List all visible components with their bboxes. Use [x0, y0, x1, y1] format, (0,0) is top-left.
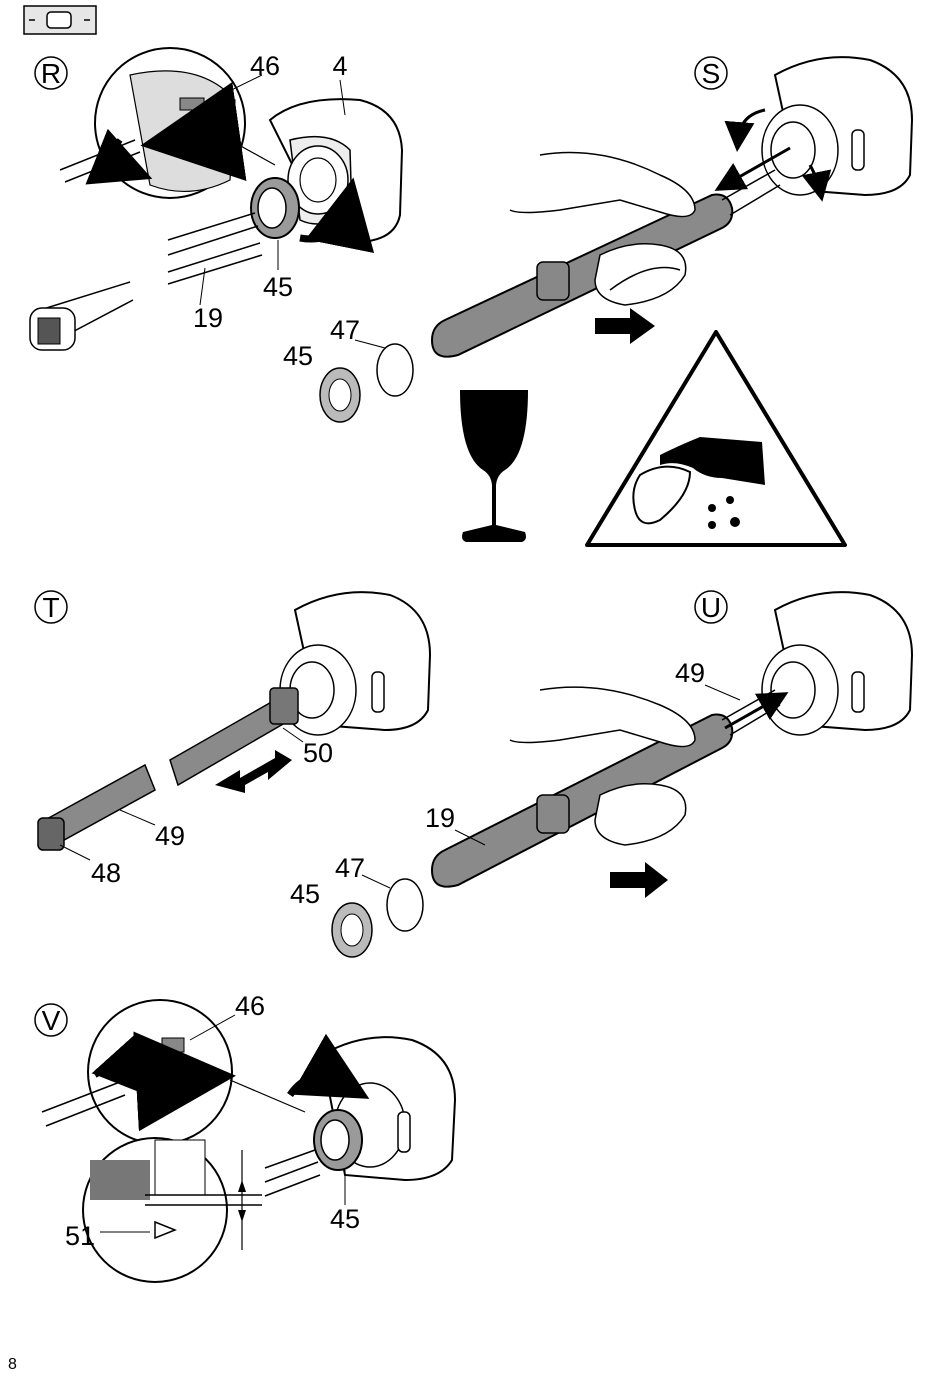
- panel-r: R: [30, 48, 413, 422]
- callout-46: 46: [250, 51, 280, 81]
- svg-text:S: S: [702, 58, 721, 89]
- loose-ring-nut: [320, 368, 360, 422]
- panel-t: T 50 49 48: [35, 591, 430, 888]
- callout-45b: 45: [283, 341, 313, 371]
- panel-v: V: [35, 991, 455, 1282]
- callout-45: 45: [263, 272, 293, 302]
- push-arrow-icon: [610, 862, 668, 898]
- ring-nut: [314, 1110, 362, 1170]
- fragile-glass-icon: [460, 390, 528, 542]
- callout-47: 47: [330, 315, 360, 345]
- rotate-arrow-icon: [738, 110, 765, 140]
- loose-ring-nut: [332, 903, 372, 957]
- module-tab-icon: [24, 6, 96, 34]
- callout-4: 4: [332, 51, 347, 81]
- seal-ring: [387, 879, 423, 931]
- callout-19: 19: [193, 303, 223, 333]
- zoom-detail: [60, 48, 275, 198]
- panel-u-marker: U: [695, 591, 727, 623]
- seal-ring: [377, 344, 413, 396]
- callout-51: 51: [65, 1221, 95, 1251]
- housing-illustration: [762, 57, 912, 195]
- callout-48: 48: [91, 858, 121, 888]
- callout-19: 19: [425, 803, 455, 833]
- corrosive-hazard-icon: [587, 332, 845, 545]
- panel-s: S: [432, 57, 912, 357]
- page-number: 8: [8, 1356, 17, 1374]
- tube-outline: [265, 1150, 320, 1196]
- panel-s-marker: S: [695, 57, 727, 89]
- panel-v-marker: V: [35, 1004, 67, 1036]
- zoom-detail: [42, 1000, 305, 1144]
- panel-t-marker: T: [35, 591, 67, 623]
- callout-49: 49: [675, 658, 705, 688]
- housing-illustration: [280, 592, 430, 735]
- callout-50: 50: [303, 738, 333, 768]
- svg-text:U: U: [701, 592, 721, 623]
- callout-45: 45: [290, 879, 320, 909]
- panel-r-marker: R: [35, 57, 67, 89]
- svg-text:T: T: [42, 592, 59, 623]
- zoom-detail-gap: [83, 1138, 262, 1282]
- callout-46: 46: [235, 991, 265, 1021]
- housing-illustration: [762, 592, 912, 735]
- svg-text:R: R: [41, 58, 61, 89]
- callout-45: 45: [330, 1204, 360, 1234]
- callout-49: 49: [155, 821, 185, 851]
- ring-nut: [251, 178, 299, 238]
- pull-arrow-icon: [595, 308, 655, 344]
- callout-47: 47: [335, 853, 365, 883]
- tube-end-cap: [30, 308, 75, 350]
- svg-text:V: V: [42, 1005, 61, 1036]
